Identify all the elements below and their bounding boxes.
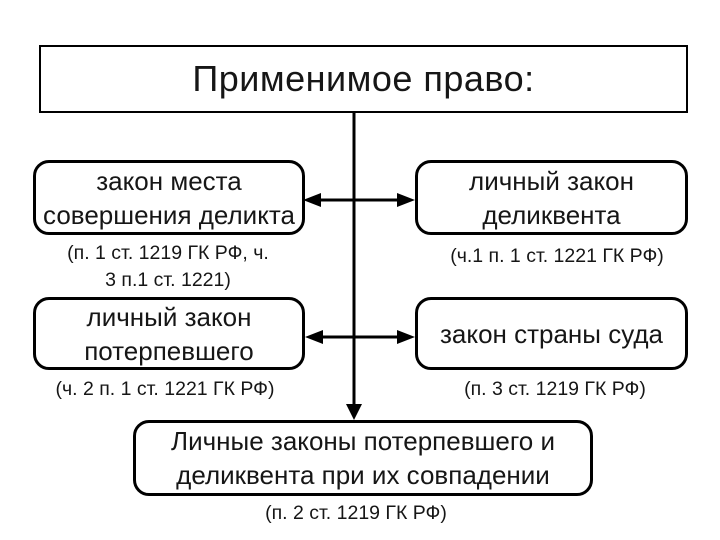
node-caption: (п. 3 ст. 1219 ГК РФ) xyxy=(464,378,646,400)
node-law-of-forum-country: закон страны суда xyxy=(415,297,688,370)
row2-double-arrow xyxy=(305,330,415,344)
node-label: личный закон потерпевшего xyxy=(84,301,254,366)
node-law-of-place-of-delict: закон места совершения деликта xyxy=(33,160,305,235)
node-label: закон страны суда xyxy=(440,318,663,349)
node-label: закон места совершения деликта xyxy=(43,165,295,230)
node-caption: (ч.1 п. 1 ст. 1221 ГК РФ) xyxy=(450,245,664,267)
node-personal-law-of-victim: личный закон потерпевшего xyxy=(33,297,305,370)
node-personal-law-of-delinquent: личный закон деликвента xyxy=(415,160,688,235)
trunk-arrow-down xyxy=(346,111,362,420)
node-label: Личные законы потерпевшего и деликвента … xyxy=(171,426,555,490)
node-caption: (п. 2 ст. 1219 ГК РФ) xyxy=(265,502,447,524)
node-caption: (п. 1 ст. 1219 ГК РФ, ч. 3 п.1 ст. 1221) xyxy=(67,242,269,291)
node-label: личный закон деликвента xyxy=(469,165,634,230)
title-box: Применимое право: xyxy=(39,45,688,113)
node-caption: (ч. 2 п. 1 ст. 1221 ГК РФ) xyxy=(55,378,275,400)
page-title: Применимое право: xyxy=(192,58,535,99)
node-personal-laws-when-coinciding: Личные законы потерпевшего и деликвента … xyxy=(133,420,593,496)
row1-double-arrow xyxy=(303,193,415,207)
